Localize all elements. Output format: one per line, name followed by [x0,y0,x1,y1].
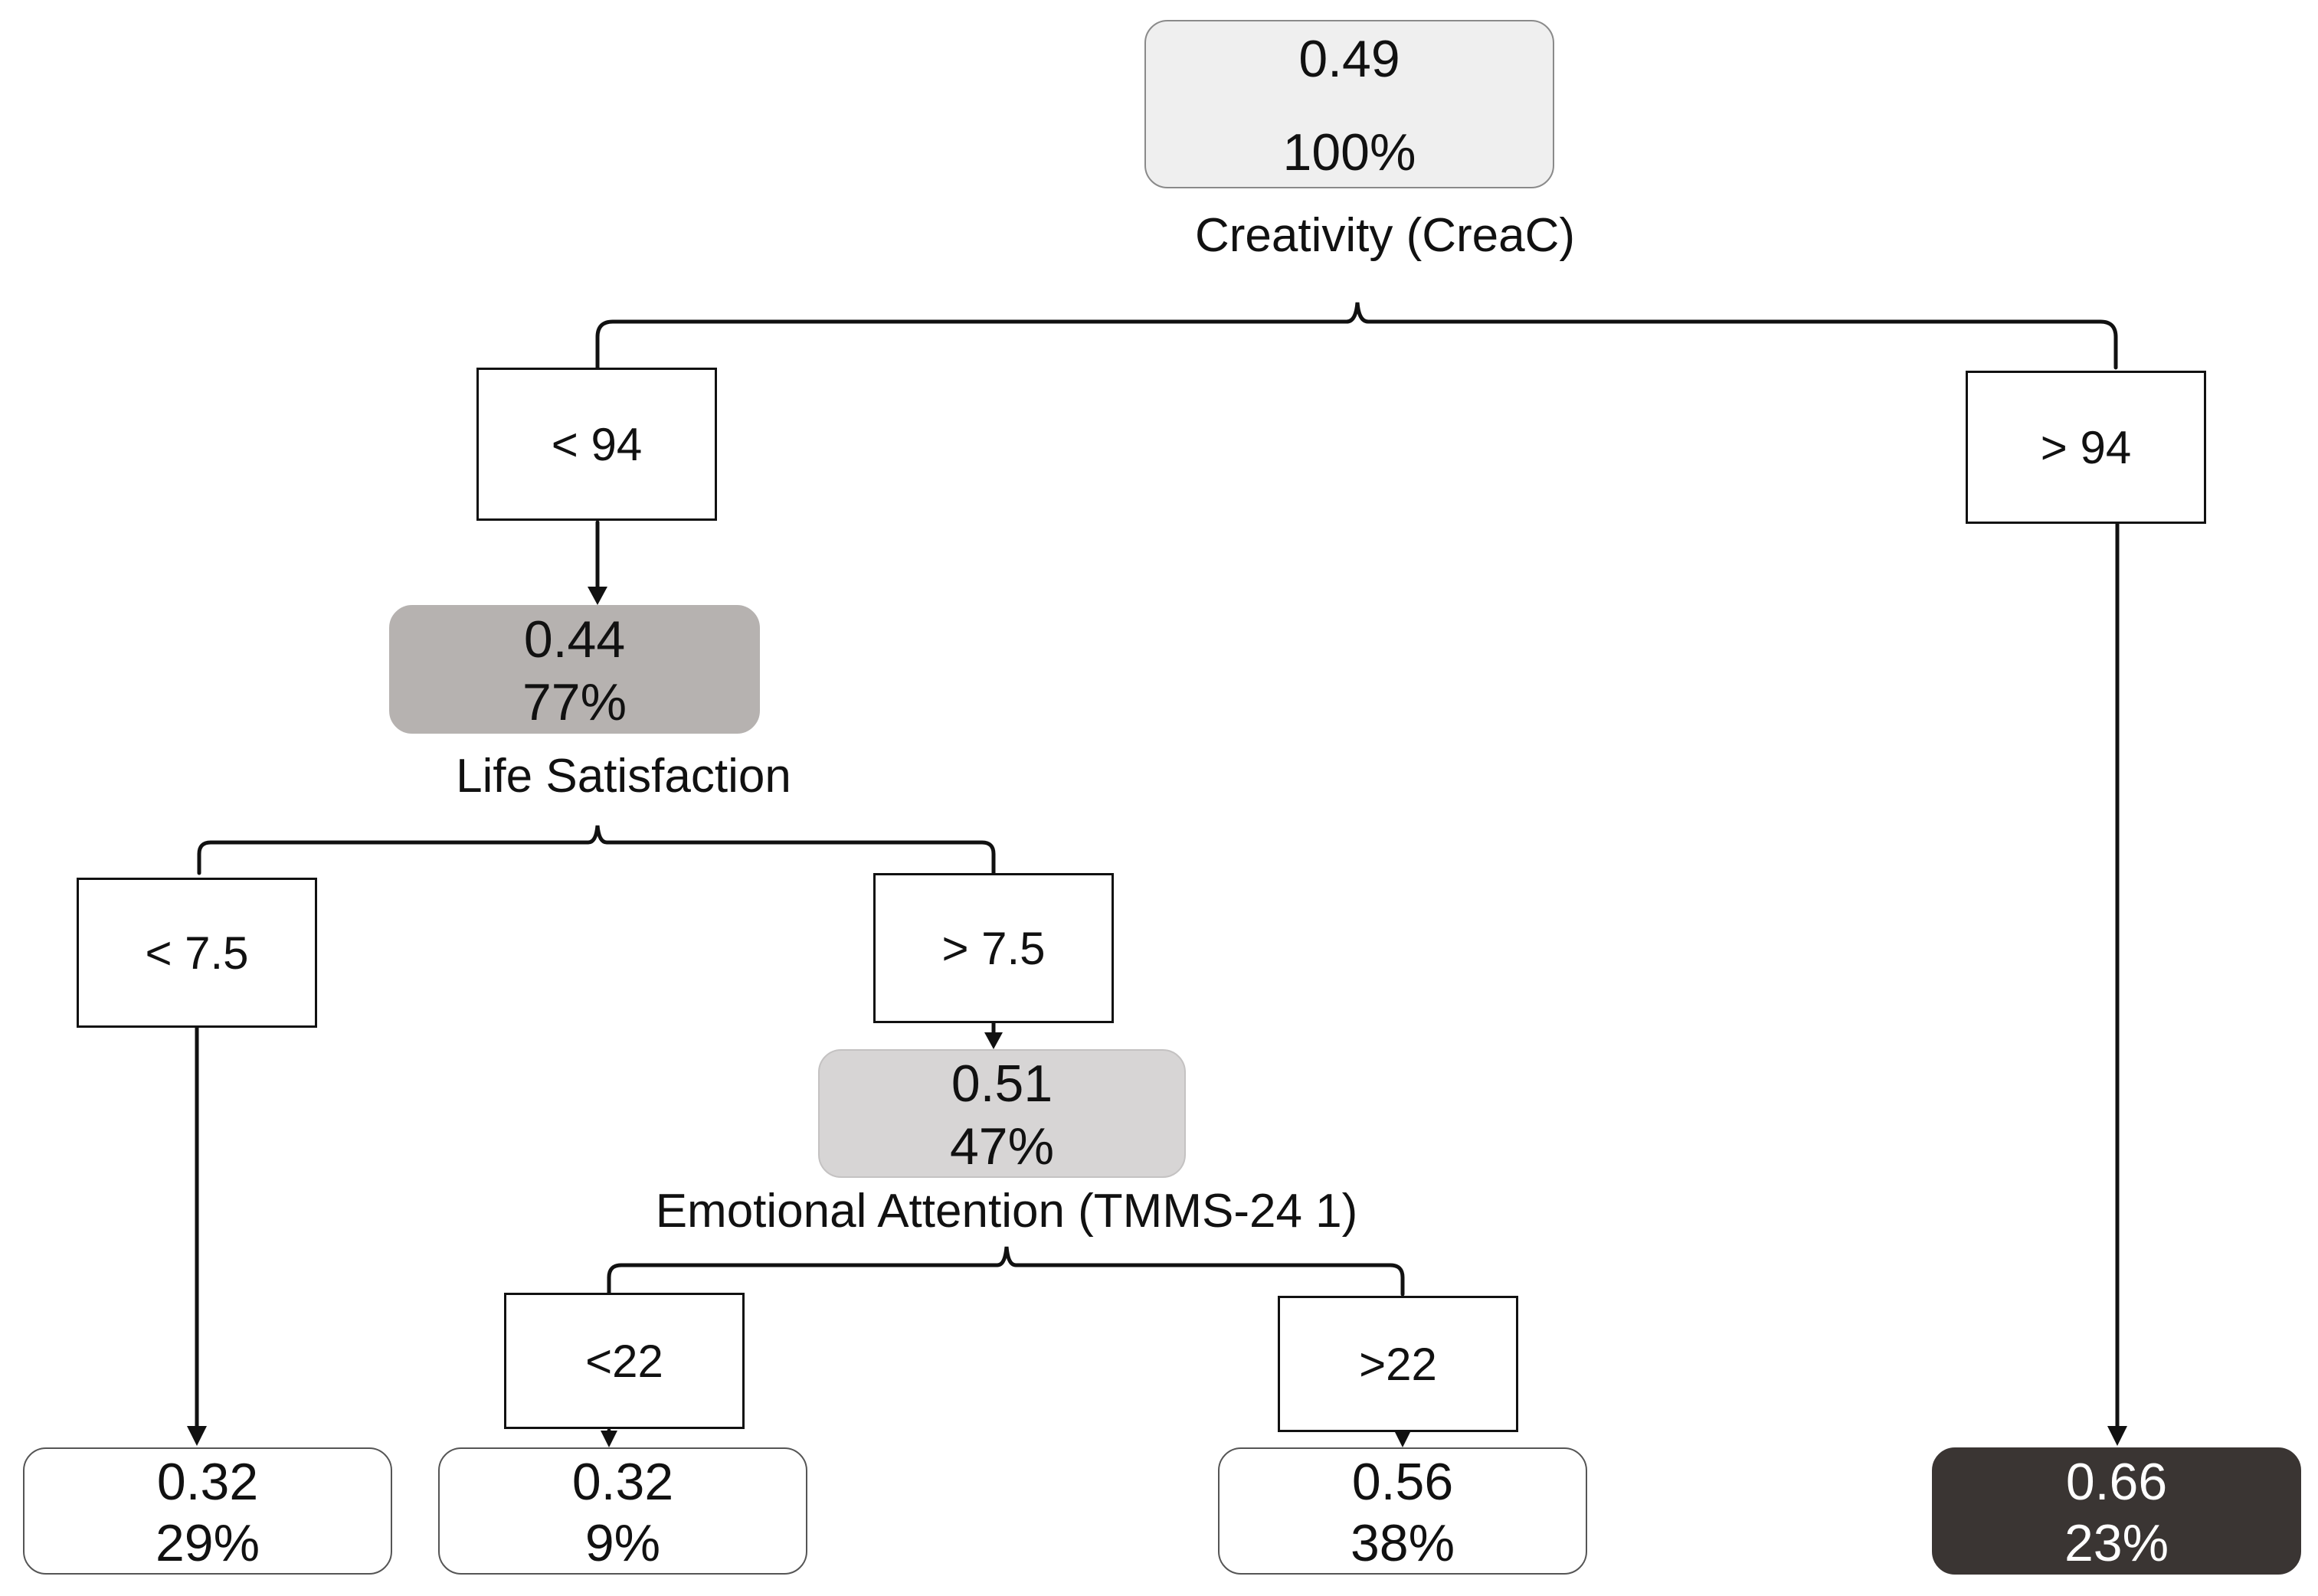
node-percent: 47% [949,1117,1055,1176]
node-percent: 77% [522,673,627,731]
node-value: 0.51 [951,1055,1053,1113]
condition-box-ls-high: > 7.5 [873,873,1114,1023]
condition-box-ea-high: >22 [1278,1296,1518,1432]
node-value: 0.32 [156,1453,259,1511]
arrowhead-leaf2 [601,1431,617,1447]
split-label-creativity: Creativity (CreaC) [1194,209,1576,262]
node-value: 0.32 [571,1453,674,1511]
leaf-node-2: 0.32 9% [438,1447,807,1575]
split-label-life-satisfaction: Life Satisfaction [456,750,791,803]
arrowhead-ea [984,1032,1003,1049]
node-percent: 100% [1282,123,1416,182]
node-percent: 29% [155,1514,260,1572]
condition-box-crea-high: > 94 [1966,371,2206,524]
condition-box-ls-low: < 7.5 [77,878,317,1028]
arrowhead-leaf3 [1394,1431,1411,1447]
leaf-node-1: 0.32 29% [23,1447,392,1575]
life-satisfaction-node: 0.44 77% [389,605,760,734]
ls-split-bracket [197,825,996,875]
ea-split-bracket [607,1246,1405,1297]
leaf-node-3: 0.56 38% [1218,1447,1587,1575]
node-value: 0.44 [523,610,626,669]
node-percent: 23% [2064,1514,2169,1572]
root-node: 0.49 100% [1144,20,1554,188]
arrowhead-ls [588,587,607,605]
node-percent: 9% [584,1514,661,1572]
arrowhead-leaf1 [187,1426,207,1446]
condition-box-ea-low: <22 [504,1293,745,1429]
node-value: 0.49 [1298,30,1400,88]
node-percent: 38% [1350,1514,1455,1572]
leaf-node-4: 0.66 23% [1932,1447,2301,1575]
arrowhead-leaf4 [2107,1426,2127,1446]
node-value: 0.66 [2065,1453,2168,1511]
split-label-emotional-attention: Emotional Attention (TMMS-24 1) [655,1185,1358,1238]
node-value: 0.56 [1351,1453,1454,1511]
condition-box-crea-low: < 94 [476,368,717,521]
root-split-bracket [595,302,2118,370]
emotional-attention-node: 0.51 47% [818,1049,1186,1178]
